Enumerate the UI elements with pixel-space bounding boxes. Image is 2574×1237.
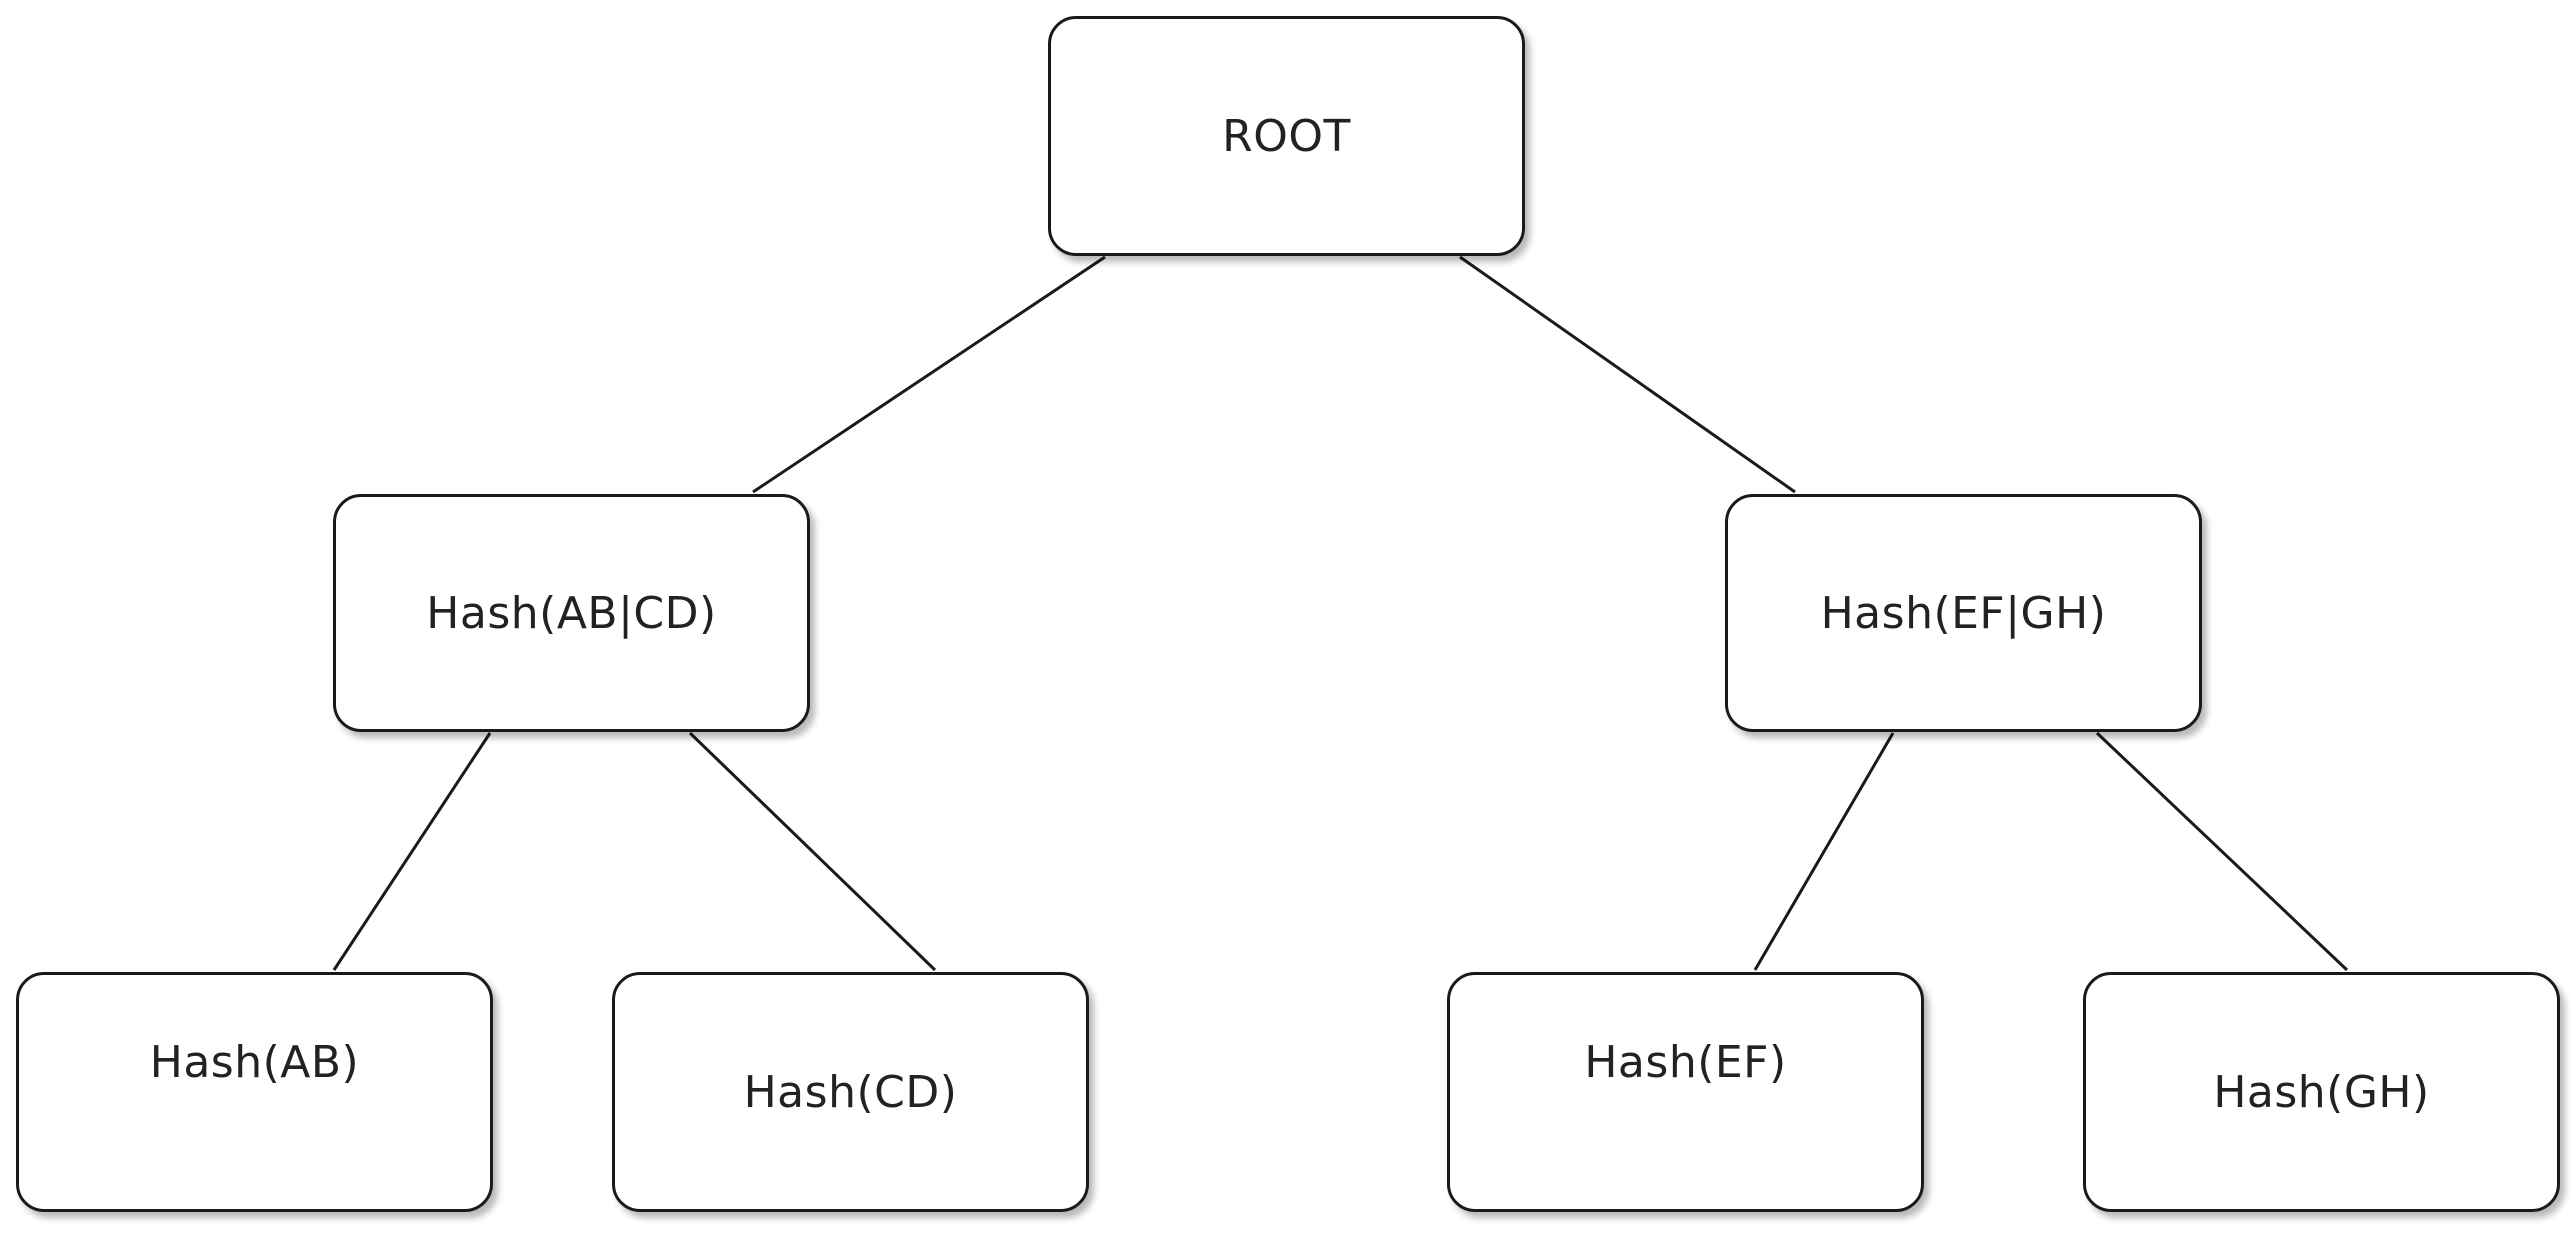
edge-efgh-gh bbox=[2095, 731, 2349, 972]
node-hash-gh-label: Hash(GH) bbox=[2213, 1066, 2430, 1118]
edge-root-efgh bbox=[1459, 255, 1796, 494]
node-hash-ef-label: Hash(EF) bbox=[1584, 1037, 1787, 1088]
node-hash-cd: Hash(CD) bbox=[612, 972, 1089, 1212]
node-hash-ab-label: Hash(AB) bbox=[149, 1037, 360, 1088]
edge-abcd-cd bbox=[688, 731, 937, 972]
edge-efgh-ef bbox=[1753, 732, 1895, 971]
node-hash-cd-label: Hash(CD) bbox=[743, 1066, 958, 1118]
node-hash-ab-cd: Hash(AB|CD) bbox=[333, 494, 810, 732]
edge-abcd-ab bbox=[332, 732, 492, 971]
node-hash-ab-cd-label: Hash(AB|CD) bbox=[426, 587, 717, 639]
node-hash-ab: Hash(AB) bbox=[16, 972, 493, 1212]
edge-root-abcd bbox=[752, 255, 1106, 494]
node-hash-ef-gh-label: Hash(EF|GH) bbox=[1820, 587, 2107, 639]
node-hash-ef-gh: Hash(EF|GH) bbox=[1725, 494, 2202, 732]
node-root-label: ROOT bbox=[1222, 110, 1351, 162]
node-hash-gh: Hash(GH) bbox=[2083, 972, 2560, 1212]
node-hash-ef: Hash(EF) bbox=[1447, 972, 1924, 1212]
node-root: ROOT bbox=[1048, 16, 1525, 256]
